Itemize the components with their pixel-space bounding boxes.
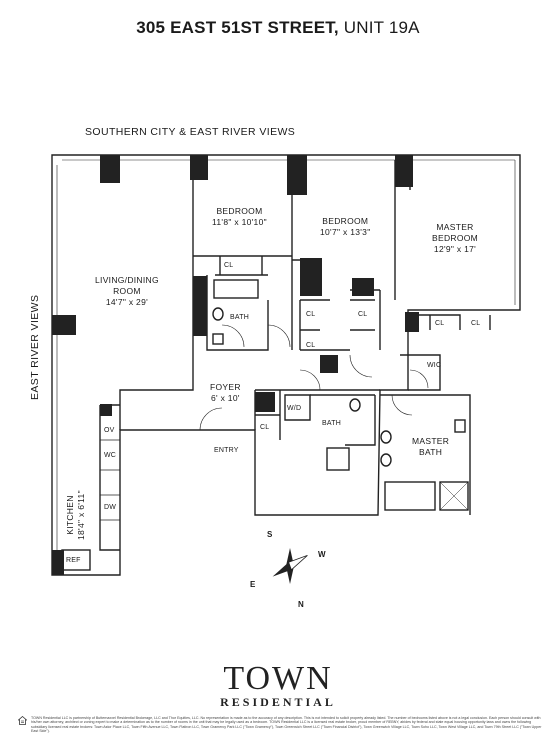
cl-label-2: CL	[306, 311, 316, 318]
shower-x	[439, 481, 469, 511]
equal-housing-icon	[18, 716, 27, 725]
cl-label-6: CL	[471, 320, 481, 327]
bedroom1-label: BEDROOM 11'8" x 10'10"	[212, 206, 267, 228]
master-bath-wall	[380, 394, 471, 515]
brand-subtitle: RESIDENTIAL	[220, 695, 336, 709]
wic-wall	[400, 354, 441, 391]
cl-label-4: CL	[358, 311, 368, 318]
column-9	[193, 276, 207, 336]
sink-2	[349, 398, 361, 412]
page-title: 305 EAST 51ST STREET, UNIT 19A	[0, 18, 556, 38]
cl-label-7: CL	[260, 424, 270, 431]
column-7	[352, 278, 374, 296]
living-name2: ROOM	[113, 286, 141, 296]
bedroom2-dims: 10'7" x 13'3"	[320, 227, 371, 237]
door-swing-2	[267, 324, 291, 348]
unit-text: UNIT 19A	[343, 18, 420, 37]
disclaimer-text: TOWN Residential LLC is partnership of B…	[31, 716, 542, 734]
bedroom1-closet	[215, 256, 268, 276]
kitchen-name: KITCHEN	[65, 495, 75, 535]
wd-wall	[284, 394, 311, 421]
foyer-label: FOYER 6' x 10'	[210, 382, 241, 404]
bedroom2-name: BEDROOM	[322, 216, 369, 226]
column-2	[190, 155, 208, 180]
foyer-name: FOYER	[210, 382, 241, 392]
bath2-wall	[310, 394, 376, 446]
compass-e: E	[250, 580, 256, 589]
master-bath-name2: BATH	[418, 447, 443, 457]
bedroom1-name: BEDROOM	[216, 206, 263, 216]
bathtub-master	[384, 481, 436, 511]
column-13	[52, 550, 64, 575]
sink-1	[212, 307, 224, 321]
bedroom2-closet	[299, 299, 375, 350]
foyer-dims: 6' x 10'	[210, 393, 240, 403]
bedroom1-wall	[192, 160, 293, 350]
compass-n: N	[298, 600, 304, 609]
sink-master-1	[380, 430, 392, 444]
door-swing-3	[349, 354, 373, 378]
ref-label: REF	[66, 557, 81, 564]
column-8	[405, 312, 419, 332]
master-bath-name1: MASTER	[412, 436, 450, 446]
cl-label-5: CL	[435, 320, 445, 327]
sink-master-2	[380, 453, 392, 467]
bathtub-1	[213, 279, 259, 299]
living-label: LIVING/DINING ROOM 14'7" x 29'	[95, 275, 159, 308]
kitchen-appliances	[100, 439, 120, 521]
bedroom2-label: BEDROOM 10'7" x 13'3"	[320, 216, 371, 238]
bath-label-2: BATH	[322, 420, 341, 427]
wd-label: W/D	[287, 405, 302, 412]
bath1-wall	[206, 275, 269, 351]
kitchen-label: KITCHEN 18'4" x 6'11"	[65, 490, 87, 540]
compass-w: W	[318, 550, 326, 559]
bath-label-1: BATH	[230, 314, 249, 321]
toilet-master	[454, 419, 466, 433]
shower-master	[439, 481, 469, 511]
column-11	[255, 392, 275, 412]
master-name1: MASTER	[436, 222, 474, 232]
shower-2	[326, 447, 350, 471]
master-name2: BEDROOM	[432, 233, 479, 243]
bedroom1-dims: 11'8" x 10'10"	[212, 217, 267, 227]
kitchen-dims: 18'4" x 6'11"	[76, 490, 86, 540]
entry-label: ENTRY	[214, 447, 239, 454]
column-5	[52, 315, 76, 335]
column-6	[300, 258, 322, 296]
door-swing-6	[409, 369, 429, 389]
column-10	[320, 355, 338, 373]
brand-logo: TOWN	[223, 660, 333, 697]
door-swing-4	[199, 407, 223, 431]
exterior-wall	[51, 154, 521, 576]
living-name1: LIVING/DINING	[95, 275, 159, 285]
cl-label-1: CL	[224, 262, 234, 269]
living-dims: 14'7" x 29'	[105, 297, 149, 307]
cl-label-3: CL	[306, 342, 316, 349]
wic-label: WIC	[427, 362, 442, 369]
ov-label: OV	[104, 427, 115, 434]
column-1	[100, 155, 120, 183]
address-text: 305 EAST 51ST STREET,	[136, 18, 339, 37]
master-bath-label: MASTER BATH	[412, 436, 449, 458]
column-12	[100, 404, 112, 416]
door-swing-5	[299, 369, 321, 391]
compass-rose	[272, 548, 308, 584]
master-label: MASTER BEDROOM 12'9" x 17'	[432, 222, 478, 255]
master-dims: 12'9" x 17'	[433, 244, 477, 254]
foyer-closet	[255, 390, 281, 440]
toilet-1	[212, 333, 224, 345]
door-swing-7	[391, 394, 413, 416]
column-4	[395, 155, 413, 187]
corridor-wall	[119, 350, 380, 430]
column-3	[287, 155, 307, 195]
compass-s: S	[267, 530, 273, 539]
wc-label: WC	[104, 452, 117, 459]
southern-views-label: SOUTHERN CITY & EAST RIVER VIEWS	[85, 126, 296, 138]
dw-label: DW	[104, 504, 117, 511]
door-swing-1	[221, 324, 245, 348]
